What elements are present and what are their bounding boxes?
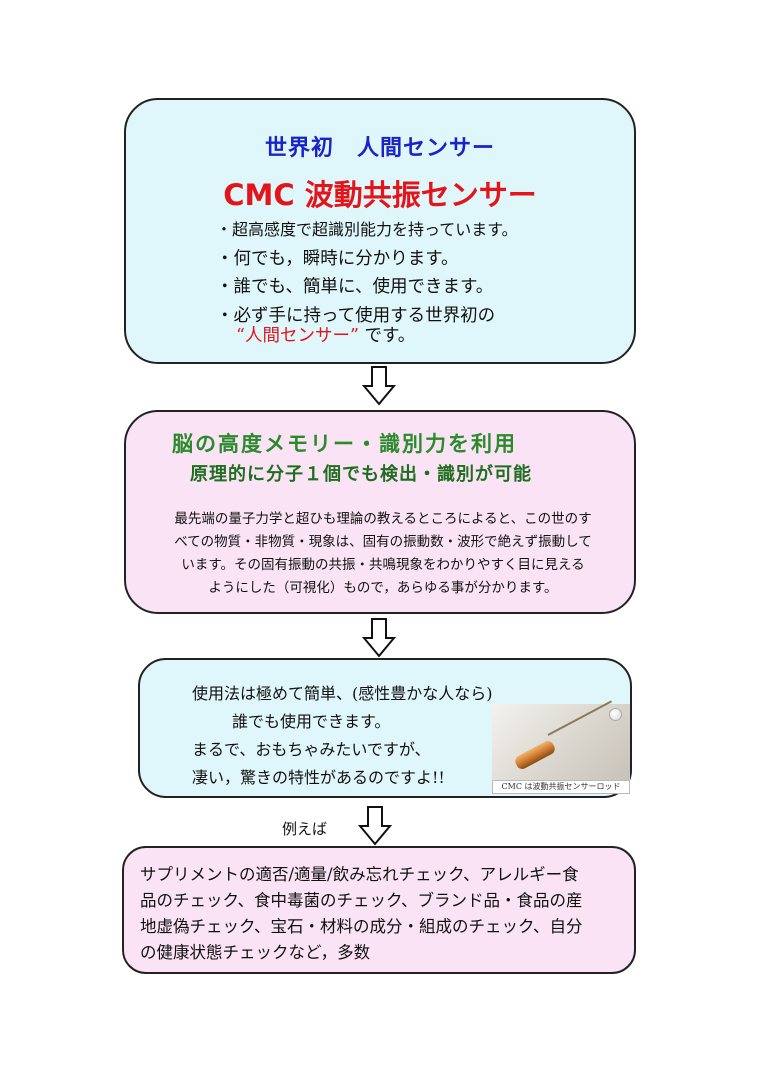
principle-heading: 脳の高度メモリー・識別力を利用: [172, 432, 517, 456]
feature-item-last: “人間センサー” です。: [236, 322, 415, 347]
examples-text: サプリメントの適否/適量/飲み忘れチェック、アレルギー食 品のチェック、食中毒菌…: [140, 862, 583, 966]
human-sensor-highlight: “人間センサー”: [236, 326, 359, 346]
principle-line: 最先端の量子力学と超ひも理論の教えるところによると、この世のす: [174, 511, 592, 527]
intro-box: 世界初 人間センサー CMC 波動共振センサー ・超高感度で超識別能力を持ってい…: [124, 98, 636, 364]
feature-item: ・必ず手に持って使用する世界初の: [216, 305, 496, 326]
usage-line: 凄い，驚きの特性があるのですよ!!: [192, 768, 445, 787]
principle-subheading: 原理的に分子１個でも検出・識別が可能: [190, 464, 532, 485]
usage-line: 誰でも使用できます。: [232, 712, 391, 731]
feature-item: ・何でも，瞬時に分かります。: [216, 248, 459, 269]
down-arrow-icon: [362, 366, 396, 406]
feature-tail: です。: [364, 326, 416, 346]
examples-line: 品のチェック、食中毒菌のチェック、ブランド品・食品の産: [140, 891, 583, 910]
principle-line: べての物質・非物質・現象は、固有の振動数・波形で絶えず振動して: [174, 534, 592, 550]
down-arrow-icon: [362, 618, 396, 658]
feature-list: ・超高感度で超識別能力を持っています。 ・何でも，瞬時に分かります。 ・誰でも、…: [216, 216, 518, 330]
sensor-rod-photo: [492, 700, 630, 782]
usage-text: 使用法は極めて簡単、(感性豊かな人なら) 誰でも使用できます。 まるで、おもちゃ…: [192, 680, 493, 792]
intro-subtitle: 世界初 人間センサー: [264, 136, 495, 161]
photo-caption: CMC は波動共振センサーロッド: [492, 780, 630, 794]
principle-body: 最先端の量子力学と超ひも理論の教えるところによると、この世のす べての物質・非物…: [148, 508, 618, 600]
intro-title: CMC 波動共振センサー: [223, 178, 537, 212]
principle-line: います。その固有振動の共振・共鳴現象をわかりやすく目に見える: [181, 557, 585, 573]
down-arrow-icon: [358, 806, 392, 846]
usage-box: 使用法は極めて簡単、(感性豊かな人なら) 誰でも使用できます。 まるで、おもちゃ…: [138, 658, 632, 798]
usage-line: まるで、おもちゃみたいですが、: [192, 740, 431, 759]
principle-line: ようにした（可視化）もので，あらゆる事が分かります。: [208, 580, 558, 596]
rod-handle: [513, 738, 557, 772]
example-label: 例えば: [282, 820, 328, 838]
principle-box: 脳の高度メモリー・識別力を利用 原理的に分子１個でも検出・識別が可能 最先端の量…: [124, 410, 636, 614]
examples-line: 地虚偽チェック、宝石・材料の成分・組成のチェック、自分: [140, 917, 583, 936]
examples-line: サプリメントの適否/適量/飲み忘れチェック、アレルギー食: [140, 865, 579, 884]
feature-item: ・超高感度で超識別能力を持っています。: [216, 220, 518, 239]
examples-line: の健康状態チェックなど，多数: [140, 943, 371, 962]
feature-item: ・誰でも、簡単に、使用できます。: [216, 277, 494, 297]
rod-tip: [609, 708, 622, 721]
examples-box: サプリメントの適否/適量/飲み忘れチェック、アレルギー食 品のチェック、食中毒菌…: [122, 846, 636, 974]
usage-line: 使用法は極めて簡単、(感性豊かな人なら): [192, 684, 493, 703]
rod-wire: [547, 700, 613, 736]
